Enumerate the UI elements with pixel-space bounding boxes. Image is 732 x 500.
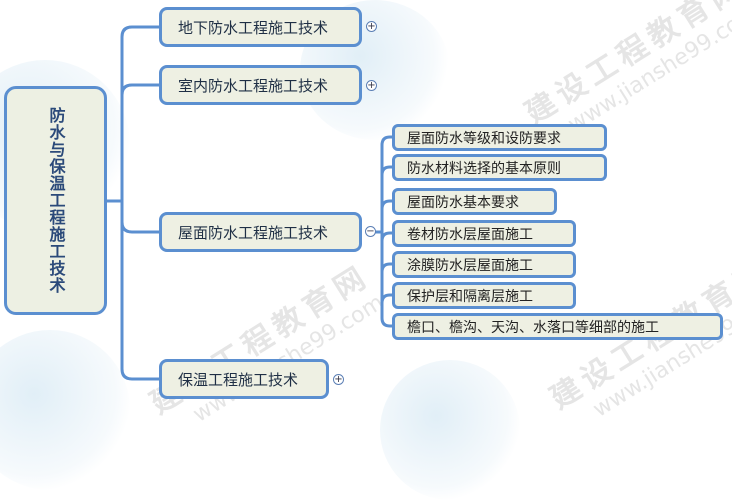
branch-roof-waterproofing[interactable]: 屋面防水工程施工技术 — [159, 212, 362, 252]
subtopic-coating-construction[interactable]: 涂膜防水层屋面施工 — [392, 251, 576, 278]
branch-label: 屋面防水工程施工技术 — [178, 223, 329, 242]
connector-lines — [105, 25, 395, 381]
branch-insulation[interactable]: 保温工程施工技术 — [159, 359, 329, 399]
branch-label: 地下防水工程施工技术 — [178, 18, 329, 37]
subtopic-label: 涂膜防水层屋面施工 — [407, 257, 533, 274]
branch-underground-waterproofing[interactable]: 地下防水工程施工技术 — [159, 7, 362, 47]
subtopic-label: 保护层和隔离层施工 — [407, 288, 533, 305]
subtopic-label: 屋面防水基本要求 — [407, 194, 519, 211]
subtopic-label: 防水材料选择的基本原则 — [407, 160, 561, 177]
subtopic-material-selection[interactable]: 防水材料选择的基本原则 — [392, 154, 607, 181]
branch-indoor-waterproofing[interactable]: 室内防水工程施工技术 — [159, 65, 362, 105]
branch-label: 保温工程施工技术 — [178, 370, 299, 389]
subtopic-membrane-construction[interactable]: 卷材防水层屋面施工 — [392, 220, 576, 247]
subtopic-protection-isolation[interactable]: 保护层和隔离层施工 — [392, 282, 576, 309]
subtopic-roof-grade-requirements[interactable]: 屋面防水等级和设防要求 — [392, 124, 607, 151]
expand-toggle-icon[interactable]: + — [366, 80, 377, 91]
subtopic-basic-requirements[interactable]: 屋面防水基本要求 — [392, 188, 557, 215]
branch-label: 室内防水工程施工技术 — [178, 76, 329, 95]
subtopic-label: 卷材防水层屋面施工 — [407, 226, 533, 243]
subtopic-label: 檐口、檐沟、天沟、水落口等细部的施工 — [407, 319, 659, 336]
subtopic-label: 屋面防水等级和设防要求 — [407, 130, 561, 147]
subtopic-detail-construction[interactable]: 檐口、檐沟、天沟、水落口等细部的施工 — [392, 313, 723, 340]
expand-toggle-icon[interactable]: + — [333, 374, 344, 385]
root-node[interactable]: 防水与保温工程施工技术 — [4, 86, 107, 315]
collapse-toggle-icon[interactable]: − — [365, 226, 376, 237]
expand-toggle-icon[interactable]: + — [366, 21, 377, 32]
root-label: 防水与保温工程施工技术 — [46, 107, 66, 294]
